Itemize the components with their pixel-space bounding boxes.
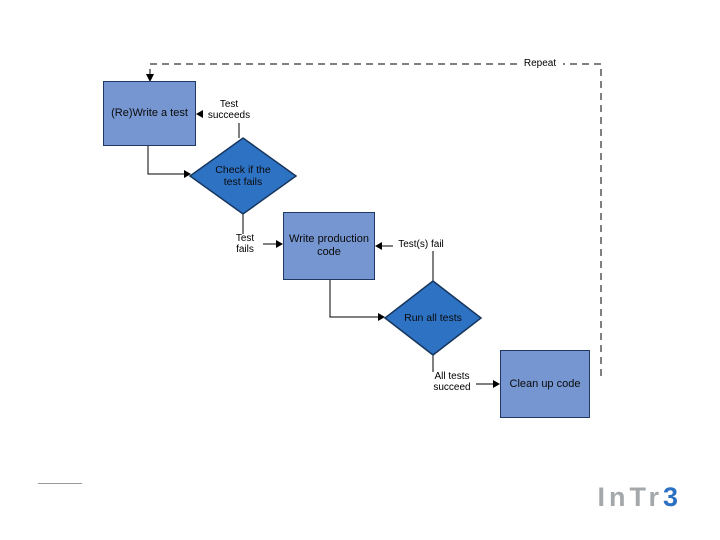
repeat-dashed-connector	[149, 63, 602, 377]
node-write-production-code: Write production code	[283, 212, 375, 280]
arrowhead-into-rewrite-test	[146, 74, 154, 82]
edge-label-repeat: Repeat	[517, 58, 563, 70]
connector-rewrite-to-check	[147, 146, 184, 175]
diamond-check-test-fails	[188, 137, 298, 215]
arrowhead-into-rewrite-right	[196, 110, 203, 118]
logo-gray-text: InTr	[597, 482, 663, 512]
node-rewrite-test: (Re)Write a test	[103, 81, 196, 146]
arrowhead-into-run-diamond	[378, 313, 385, 321]
edge-label-tests-fail: Test(s) fail	[393, 239, 449, 251]
logo-blue-text: 3	[662, 482, 682, 512]
diamond-run-all-tests	[383, 280, 483, 356]
connector-production-to-run	[329, 280, 378, 318]
node-clean-up-code: Clean up code	[500, 350, 590, 418]
arrowhead-into-check-diamond	[184, 170, 191, 178]
arrowhead-into-production-left	[276, 240, 283, 248]
arrowhead-into-production-right	[375, 242, 382, 250]
edge-label-test-succeeds: Test succeeds	[203, 99, 255, 123]
connector-run-to-production	[382, 245, 434, 281]
node-check-test-fails-label: Check if the test fails	[215, 163, 271, 188]
arrowhead-into-cleanup-left	[493, 380, 500, 388]
edge-label-test-fails: Test fails	[227, 233, 263, 256]
intr3-logo: InTr3	[597, 484, 682, 511]
edge-label-all-tests-succeed: All tests succeed	[428, 371, 476, 394]
node-run-all-tests-label: Run all tests	[404, 311, 462, 324]
footer-divider-line	[38, 483, 82, 484]
